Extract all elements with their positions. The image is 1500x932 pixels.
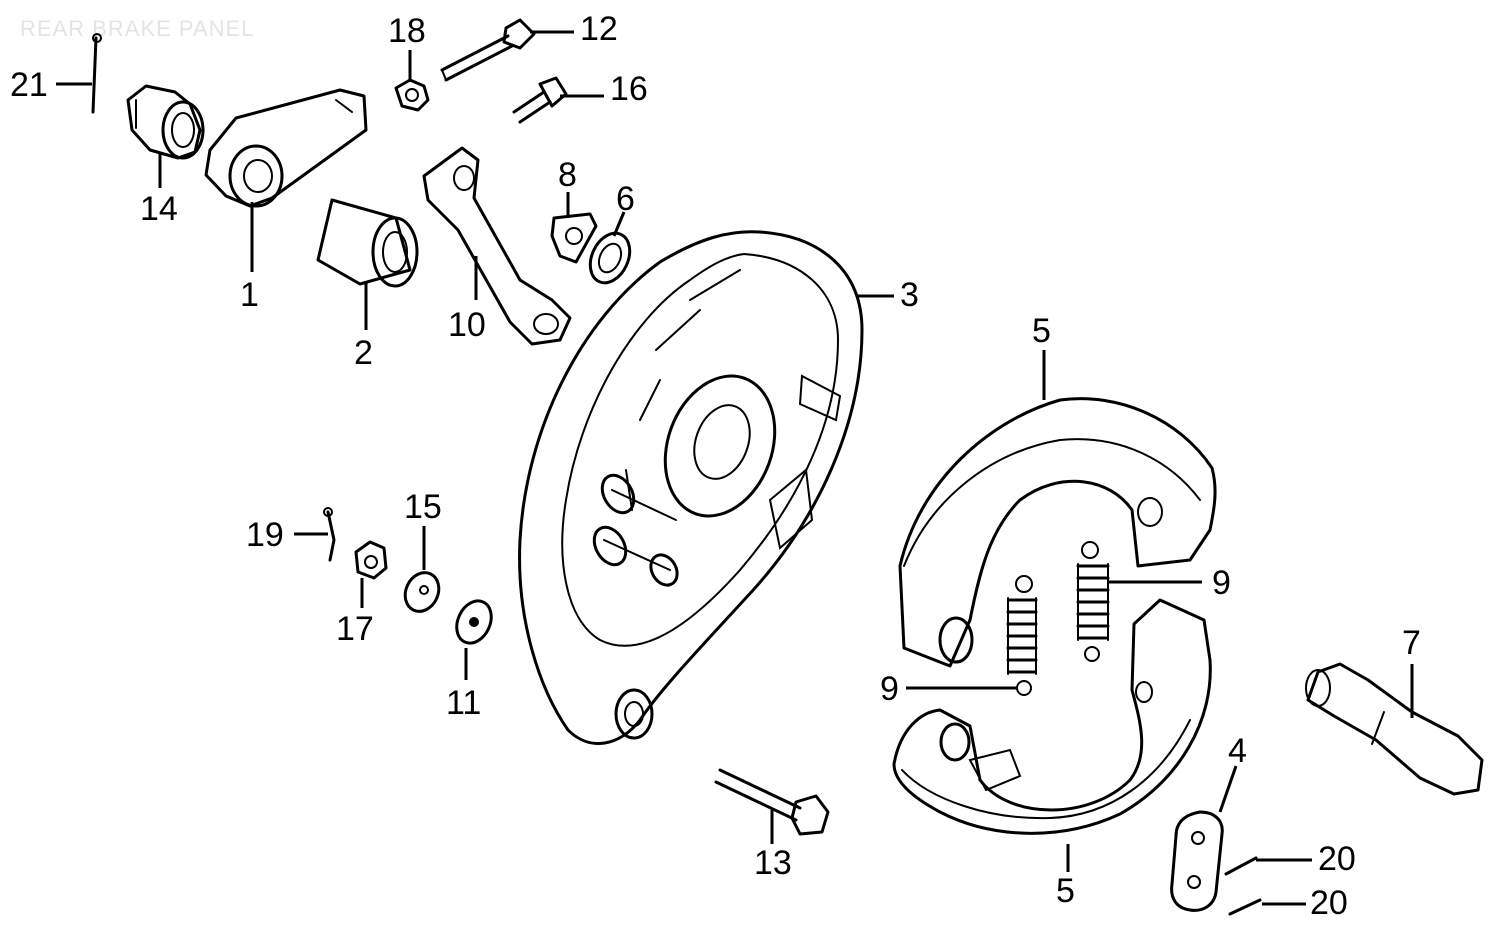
part-11-washer: [455, 599, 493, 645]
callout-20-lower: 20: [1310, 884, 1348, 922]
callout-21: 21: [10, 66, 48, 104]
callout-10: 10: [448, 306, 486, 344]
callout-11: 11: [446, 684, 481, 722]
part-2-collar: [316, 198, 419, 288]
part-5-lower-brake-shoe: [892, 598, 1212, 835]
part-20-pin-upper: [1224, 856, 1258, 876]
diagram-title-watermark: REAR BRAKE PANEL: [20, 16, 255, 41]
callout-labels: 21 14 1 2 18 12 16 8 6 10 3 5 9 9 7 4 5 …: [10, 10, 1421, 922]
part-20-pin-lower: [1228, 898, 1262, 916]
callout-8: 8: [558, 156, 577, 194]
callout-9-right: 9: [1212, 564, 1231, 602]
callout-3: 3: [900, 276, 919, 314]
callout-15: 15: [404, 488, 442, 526]
callout-19: 19: [246, 516, 284, 554]
callout-18: 18: [388, 12, 426, 50]
callout-17: 17: [336, 610, 374, 648]
part-8-indicator-plate: [550, 212, 598, 264]
part-13-bolt: [714, 768, 830, 836]
callout-12: 12: [580, 10, 618, 48]
callout-2: 2: [354, 334, 373, 372]
callout-4: 4: [1228, 732, 1247, 770]
callout-20-upper: 20: [1318, 840, 1356, 878]
part-9-spring-right: [1076, 541, 1110, 662]
part-14-joint: [126, 84, 205, 160]
part-21-pin: [91, 33, 102, 114]
part-5-upper-brake-shoe: [898, 397, 1217, 668]
callout-9-left: 9: [880, 670, 899, 708]
callout-16: 16: [610, 70, 648, 108]
callout-5-lower: 5: [1056, 872, 1075, 910]
part-16-bolt: [512, 76, 568, 124]
part-10-lever: [422, 146, 572, 346]
leader-lines: [56, 30, 1414, 906]
part-1-brake-arm: [204, 88, 368, 208]
part-18-nut: [394, 78, 430, 112]
callout-7: 7: [1402, 624, 1421, 662]
part-7-brake-cam: [1305, 662, 1484, 796]
part-19-pin: [323, 507, 336, 562]
part-9-spring-left: [1006, 575, 1038, 696]
part-3-brake-panel: [518, 230, 864, 745]
part-12-bolt: [440, 18, 536, 82]
part-6-seal: [588, 231, 632, 285]
callout-14: 14: [140, 190, 178, 228]
part-15-washer: [403, 571, 441, 613]
callout-5-upper: 5: [1032, 312, 1051, 350]
part-17-nut: [354, 540, 388, 580]
callout-1: 1: [240, 276, 259, 314]
callout-6: 6: [616, 180, 635, 218]
part-4-plate: [1170, 810, 1224, 912]
callout-13: 13: [754, 844, 792, 882]
